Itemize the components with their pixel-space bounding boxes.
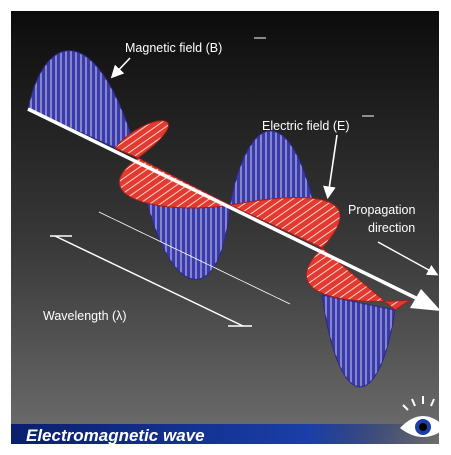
magnetic-lobe-1: [27, 50, 139, 159]
electric-lobe-3: [228, 197, 341, 249]
propagation-pointer: [377, 241, 439, 276]
wavelength-label: Wavelength (λ): [43, 309, 127, 323]
caption-title: Electromagnetic wave: [26, 426, 205, 445]
propagation-label-line1: Propagation: [348, 203, 415, 217]
wavelength-bracket: [50, 211, 291, 327]
electric-field-label: Electric field (E): [262, 119, 350, 133]
axis-arrowhead: [410, 289, 441, 311]
electric-lobe-1: [114, 120, 169, 159]
magnetic-lobe-4: [321, 294, 396, 388]
magnetic-field-label: Magnetic field (B): [125, 41, 222, 55]
propagation-label-line2: direction: [368, 221, 415, 235]
electric-pointer: [323, 134, 338, 200]
caption-bar: [11, 424, 439, 444]
magnetic-pointer: [110, 57, 131, 79]
electric-lobe-4: [305, 247, 411, 311]
eye-icon: [400, 396, 446, 437]
propagation-axis: [27, 107, 441, 311]
